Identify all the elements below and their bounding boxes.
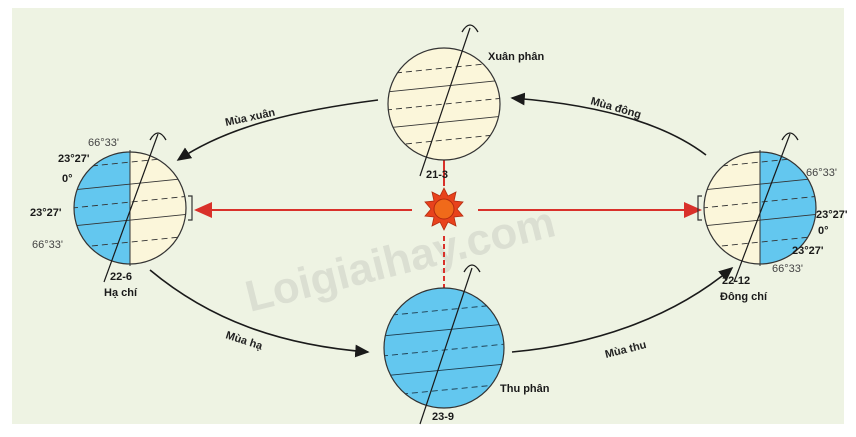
label-autumn-equinox: Thu phân bbox=[500, 383, 550, 395]
lat-label-tropic-s-right: 23°27' bbox=[792, 245, 824, 257]
globe-autumn-equinox bbox=[383, 264, 505, 425]
lat-label-tropic-n-right: 23°27' bbox=[816, 209, 848, 221]
orbit-arrow-autumn bbox=[511, 266, 734, 353]
lat-label-arctic-right: 66°33' bbox=[806, 167, 837, 179]
sunlight-marker bbox=[188, 195, 193, 221]
date-spring-equinox: 21-3 bbox=[426, 169, 448, 181]
sun-icon bbox=[424, 187, 464, 231]
earth-axis bbox=[419, 267, 473, 425]
date-autumn-equinox: 23-9 bbox=[432, 411, 454, 423]
orbit-arrow-spring bbox=[176, 99, 379, 161]
earth-axis bbox=[103, 133, 159, 283]
lat-label-antarctic-left: 66°33' bbox=[32, 239, 63, 251]
lat-label-equator-left: 0° bbox=[62, 173, 73, 185]
lat-label-tropic-s-left: 23°27' bbox=[30, 207, 62, 219]
rotation-arrow-icon bbox=[463, 264, 481, 273]
lat-label-arctic-left: 66°33' bbox=[88, 137, 119, 149]
lat-label-antarctic-right: 66°33' bbox=[772, 263, 803, 275]
lat-label-equator-right: 0° bbox=[818, 225, 829, 237]
date-summer-solstice: 22-6 bbox=[110, 271, 132, 283]
globe-spring-equinox bbox=[387, 24, 501, 177]
lat-label-tropic-n-left: 23°27' bbox=[58, 153, 90, 165]
rotation-arrow-icon bbox=[461, 24, 479, 33]
rotation-arrow-icon bbox=[149, 132, 167, 141]
orbit-arrow-winter bbox=[510, 92, 707, 156]
label-summer-solstice: Hạ chí bbox=[104, 287, 138, 299]
date-winter-solstice: 22-12 bbox=[722, 275, 750, 287]
earth-axis bbox=[419, 27, 471, 177]
label-spring-equinox: Xuân phân bbox=[488, 51, 545, 63]
earth-axis bbox=[733, 133, 791, 283]
rotation-arrow-icon bbox=[781, 132, 799, 141]
sunlight-marker bbox=[697, 195, 702, 221]
label-winter-solstice: Đông chí bbox=[720, 291, 768, 303]
orbit-arrow-summer bbox=[149, 269, 370, 358]
